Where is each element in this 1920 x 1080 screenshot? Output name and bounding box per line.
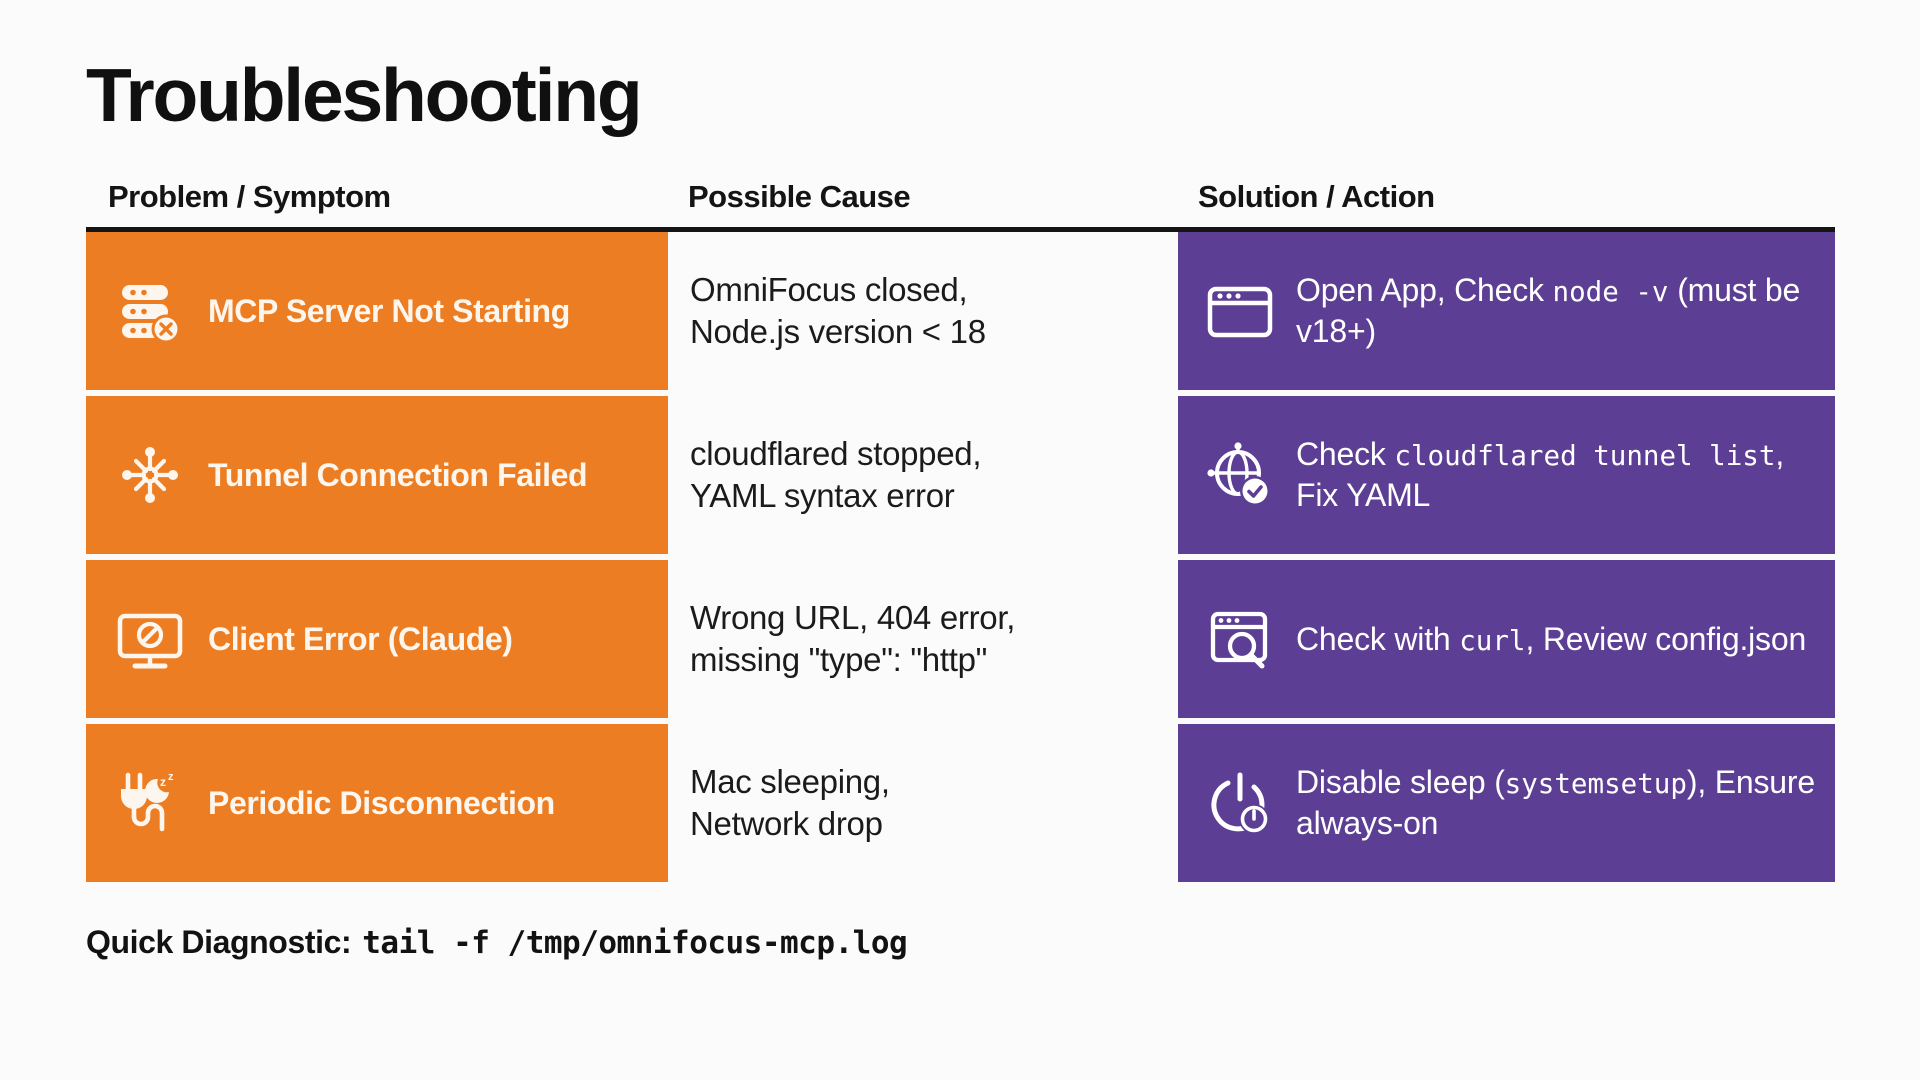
cause-line-1: Wrong URL, 404 error, [690,598,1016,636]
cause-cell: cloudflared stopped, YAML syntax error [668,396,1178,554]
quick-diagnostic-command: tail -f /tmp/omnifocus-mcp.log [362,925,908,961]
cause-line-1: Mac sleeping, [690,762,890,800]
solution-post: , Review config.json [1525,620,1807,657]
problem-label: MCP Server Not Starting [208,292,570,329]
column-header-solution: Solution / Action [1198,179,1435,214]
problem-cell: z z Periodic Disconnection [86,724,668,882]
problem-cell: Client Error (Claude) [86,560,668,718]
solution-code: node -v [1552,276,1669,309]
cause-cell: OmniFocus closed, Node.js version < 18 [668,232,1178,390]
monitor-blocked-icon [112,601,188,677]
problem-label: Tunnel Connection Failed [208,456,588,493]
table-header-row: Problem / Symptom Possible Cause Solutio… [86,179,1835,232]
solution-post: (must be v18+) [1296,272,1801,349]
window-search-icon [1202,601,1278,677]
problem-label: Periodic Disconnection [208,784,555,821]
globe-check-icon [1202,437,1278,513]
svg-text:z: z [168,771,174,783]
network-nodes-icon [112,437,188,513]
table-row: Tunnel Connection Failed cloudflared sto… [86,396,1835,560]
problem-cell: Tunnel Connection Failed [86,396,668,554]
solution-pre: Open App, Check [1296,272,1553,309]
solution-cell: Disable sleep (systemsetup), Ensure alwa… [1178,724,1835,882]
table-row: Client Error (Claude) Wrong URL, 404 err… [86,560,1835,724]
svg-text:z: z [160,775,166,789]
cause-cell: Wrong URL, 404 error, missing "type": "h… [668,560,1178,718]
column-header-problem: Problem / Symptom [108,179,391,214]
table-row: MCP Server Not Starting OmniFocus closed… [86,232,1835,396]
power-icon [1202,765,1278,841]
troubleshooting-table: Problem / Symptom Possible Cause Solutio… [86,179,1835,882]
column-header-cause: Possible Cause [688,179,911,214]
solution-code: systemsetup [1504,768,1687,801]
cause-line-2: missing "type": "http" [690,641,988,678]
problem-label: Client Error (Claude) [208,620,513,657]
solution-cell: Check cloudflared tunnel list, Fix YAML [1178,396,1835,554]
solution-pre: Check with [1296,620,1460,657]
solution-pre: Disable sleep ( [1296,764,1505,801]
table-row: z z Periodic Disconnection Mac sleeping,… [86,724,1835,882]
server-error-icon [112,273,188,349]
browser-window-icon [1202,273,1278,349]
quick-diagnostic-footer: Quick Diagnostic: tail -f /tmp/omnifocus… [86,924,1834,961]
quick-diagnostic-label: Quick Diagnostic: [86,924,352,960]
plug-sleep-icon: z z [112,765,188,841]
solution-post: ), Ensure always-on [1296,764,1815,841]
solution-post: , Fix YAML [1296,436,1785,513]
cause-line-2: Node.js version < 18 [690,313,986,350]
cause-line-2: Network drop [690,805,883,842]
solution-cell: Open App, Check node -v (must be v18+) [1178,232,1835,390]
solution-code: cloudflared tunnel list [1394,440,1776,473]
cause-line-1: OmniFocus closed, [690,270,968,308]
solution-pre: Check [1296,436,1395,473]
cause-cell: Mac sleeping, Network drop [668,724,1178,882]
solution-code: curl [1459,624,1526,657]
cause-line-1: cloudflared stopped, [690,434,982,472]
solution-cell: Check with curl, Review config.json [1178,560,1835,718]
page-title: Troubleshooting [86,53,643,137]
cause-line-2: YAML syntax error [690,477,955,514]
problem-cell: MCP Server Not Starting [86,232,668,390]
